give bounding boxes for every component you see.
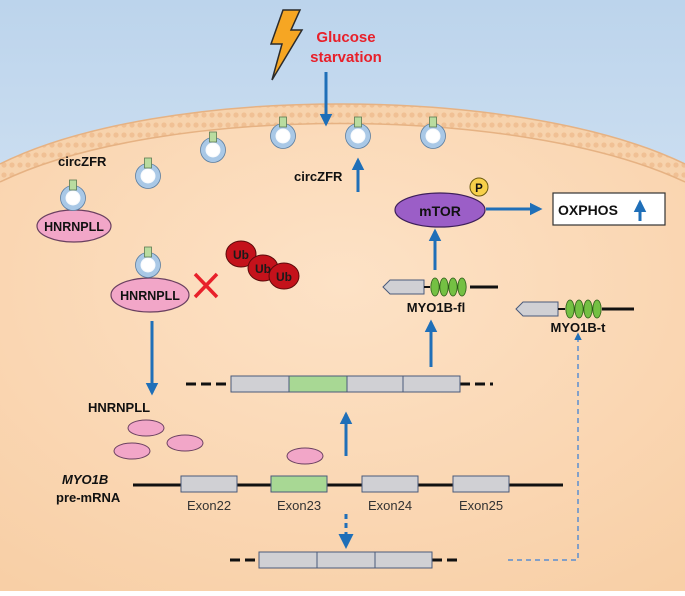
myo1b-gene-label: MYO1B bbox=[62, 472, 108, 487]
exon22-label: Exon22 bbox=[187, 498, 231, 513]
circzfr-label: circZFR bbox=[58, 154, 107, 169]
ubiquitin-chain: Ub Ub Ub bbox=[225, 240, 300, 290]
hnrnpll-protein bbox=[110, 277, 190, 313]
hnrnpll-free-label: HNRNPLL bbox=[120, 289, 180, 303]
mrna-with-exon23 bbox=[186, 375, 493, 393]
exon22-box bbox=[180, 475, 238, 493]
hnrnpll-bound-label: HNRNPLL bbox=[44, 220, 104, 234]
mrna-without-exon23 bbox=[230, 551, 462, 569]
myo1b-t-protein bbox=[515, 299, 634, 319]
stimulus-label-line1: Glucose bbox=[316, 29, 375, 46]
circzfr-mid-label: circZFR bbox=[294, 169, 343, 184]
circzfr-ring bbox=[200, 131, 226, 163]
cytoplasm bbox=[0, 116, 685, 591]
hnrnpll-molecule bbox=[113, 442, 151, 460]
exon24-box bbox=[361, 475, 419, 493]
lightning-bolt-icon bbox=[269, 9, 304, 81]
hnrnpll-pool-label: HNRNPLL bbox=[88, 400, 150, 415]
exon25-box bbox=[452, 475, 510, 493]
circzfr-ring bbox=[270, 116, 296, 149]
red-cross-icon bbox=[193, 272, 219, 299]
ub-label: Ub bbox=[255, 262, 271, 276]
exon23-box bbox=[270, 475, 328, 493]
phospho-badge bbox=[469, 177, 489, 197]
truncated-isoform-arrow bbox=[508, 332, 582, 561]
ub-label: Ub bbox=[276, 270, 292, 284]
circzfr-ring bbox=[345, 116, 371, 149]
oxphos-label: OXPHOS bbox=[558, 202, 618, 218]
myo1b-t-label: MYO1B-t bbox=[551, 320, 607, 335]
exon23-label: Exon23 bbox=[277, 498, 321, 513]
mtor-protein bbox=[394, 192, 486, 228]
oxphos-box bbox=[552, 192, 666, 226]
phospho-label: P bbox=[475, 183, 483, 195]
hnrnpll-molecule bbox=[127, 419, 165, 437]
pre-mrna-label: pre-mRNA bbox=[56, 490, 121, 505]
hnrnpll-molecule bbox=[286, 447, 324, 465]
mtor-label: mTOR bbox=[419, 203, 461, 219]
ub-label: Ub bbox=[233, 248, 249, 262]
myo1b-fl-protein bbox=[382, 277, 498, 297]
stimulus-label-line2: starvation bbox=[310, 49, 382, 66]
exon25-label: Exon25 bbox=[459, 498, 503, 513]
circzfr-ring bbox=[60, 179, 86, 211]
exon24-label: Exon24 bbox=[368, 498, 412, 513]
myo1b-fl-label: MYO1B-fl bbox=[407, 300, 466, 315]
hnrnpll-molecule bbox=[166, 434, 204, 452]
circzfr-ring bbox=[135, 157, 161, 189]
circzfr-ring bbox=[420, 116, 446, 149]
circzfr-ring bbox=[135, 246, 161, 278]
